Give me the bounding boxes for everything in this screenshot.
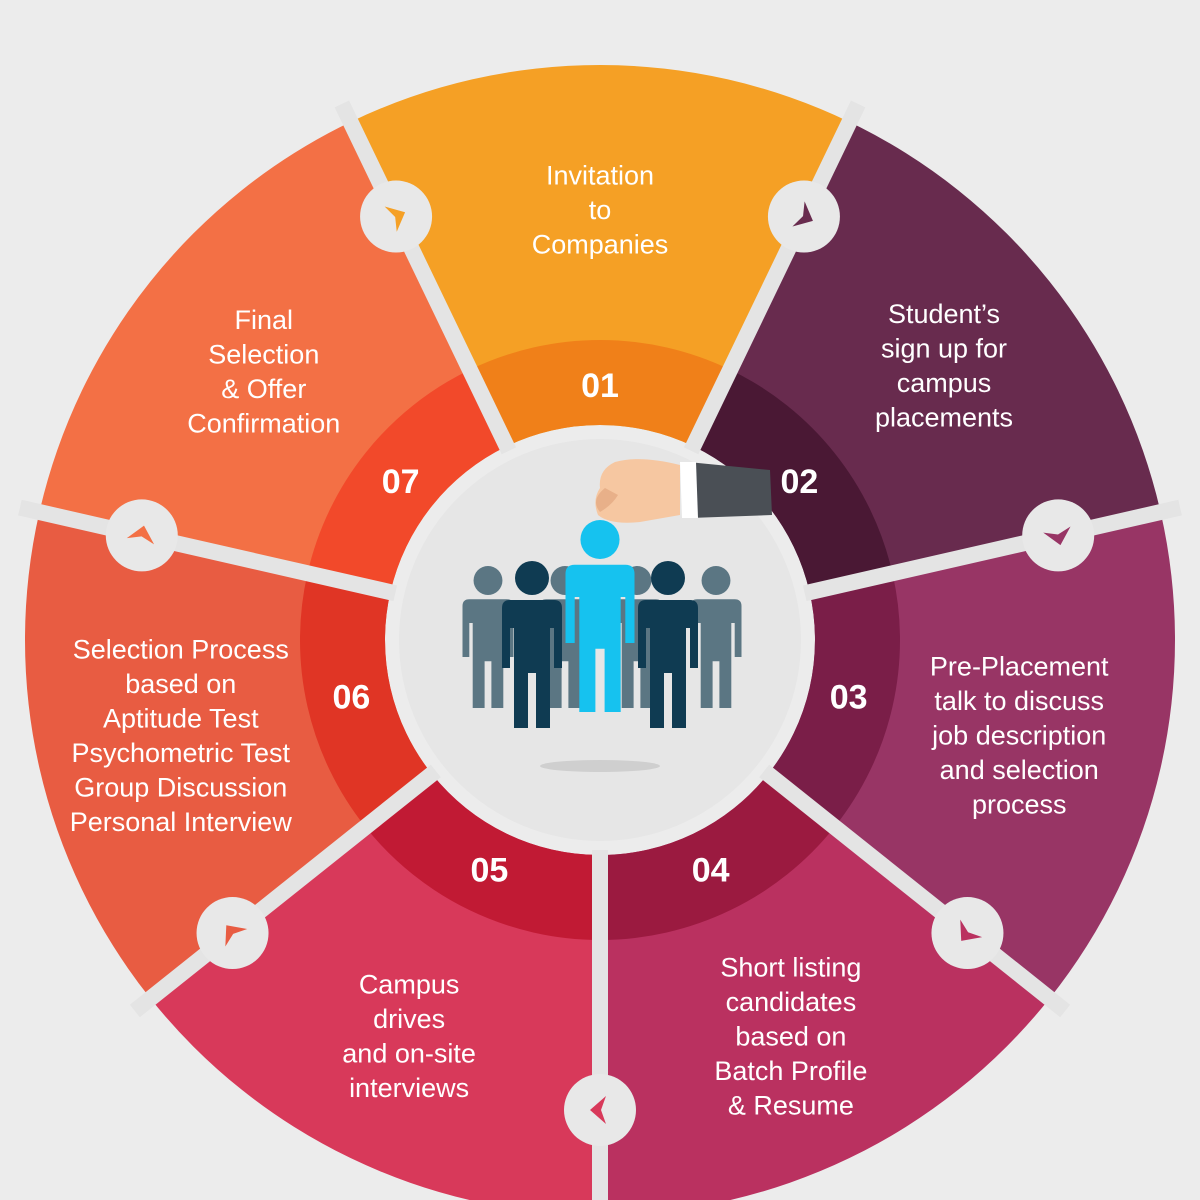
step-label-line: drives	[373, 1004, 445, 1034]
person-dark-icon	[502, 561, 562, 728]
connector-01	[360, 180, 433, 253]
step-number-07: 07	[382, 463, 420, 501]
step-label-line: Selection	[208, 340, 319, 370]
connector-02	[767, 180, 840, 253]
divider-line	[802, 499, 1182, 602]
step-label-line: Student’s	[888, 299, 1000, 329]
step-label-line: & Offer	[221, 374, 306, 404]
chevron-arrow-icon	[792, 201, 813, 227]
step-label-line: Selection Process	[73, 634, 289, 664]
person-dark-icon	[638, 561, 698, 728]
hand-icon	[595, 459, 772, 523]
step-label-line: candidates	[726, 987, 857, 1017]
step-label-line: Pre-Placement	[930, 652, 1109, 682]
segment-dividers	[18, 100, 1182, 1200]
step-number-04: 04	[692, 852, 730, 890]
step-label-line: Companies	[532, 230, 669, 260]
person-gray-icon	[690, 566, 742, 708]
inner-segment-07	[307, 369, 507, 593]
connector-05	[564, 1074, 636, 1146]
chevron-arrow-icon	[590, 1096, 606, 1124]
people-group-with-hand-selecting-icon	[462, 519, 742, 772]
step-label-line: campus	[897, 368, 992, 398]
step-label-line: job description	[931, 721, 1106, 751]
person-highlight-icon	[565, 519, 635, 712]
divider-line	[18, 499, 398, 602]
step-label-line: Campus	[359, 970, 460, 1000]
step-label-04: Short listing candidates based on Batch Pro…	[714, 952, 867, 1120]
divider-line	[683, 100, 866, 455]
step-label-line: Confirmation	[187, 409, 340, 439]
chevron-arrow-icon	[960, 919, 983, 941]
step-numbers: 01 02 03 04 05 06 07	[332, 367, 867, 890]
step-label-line: and on-site	[342, 1039, 476, 1069]
divider-line	[759, 764, 1071, 1018]
inner-segment-03	[768, 573, 900, 828]
segment-01	[350, 65, 850, 447]
step-label-line: Personal Interview	[70, 807, 293, 837]
step-label-line: Batch Profile	[714, 1056, 867, 1086]
step-label-line: placements	[875, 402, 1013, 432]
step-number-01: 01	[581, 367, 619, 405]
step-number-06: 06	[332, 679, 370, 717]
connector-04	[931, 897, 1004, 970]
chevron-arrow-icon	[225, 925, 248, 947]
connector-arrows	[105, 180, 1095, 1146]
step-label-line: and selection	[940, 755, 1099, 785]
divider-line	[129, 764, 441, 1018]
step-label-line: based on	[735, 1021, 846, 1051]
inner-segment-02	[693, 369, 893, 593]
inner-ring	[299, 340, 900, 940]
step-label-06: Selection Process based on Aptitude TestPs…	[70, 634, 293, 837]
step-label-line: talk to discuss	[934, 686, 1104, 716]
step-number-02: 02	[780, 463, 818, 501]
divider-line	[334, 100, 517, 455]
chevron-arrow-icon	[1043, 526, 1071, 546]
step-label-line: Invitation	[546, 161, 654, 191]
step-number-03: 03	[830, 679, 868, 717]
inner-segment-04	[600, 774, 835, 940]
step-label-line: Final	[235, 305, 294, 335]
center-disc	[399, 439, 801, 841]
step-label-line: based on	[125, 669, 236, 699]
connector-06	[196, 897, 269, 970]
person-gray-icon	[462, 566, 514, 708]
connector-07	[105, 499, 178, 572]
inner-segment-05	[365, 774, 600, 940]
step-label-03: Pre-Placement talk to discuss job descript…	[930, 652, 1109, 820]
chevron-arrow-icon	[126, 525, 155, 545]
step-number-05: 05	[470, 852, 508, 890]
step-label-02: Student’s sign up for campus placements	[875, 299, 1013, 433]
inner-segment-06	[299, 573, 432, 828]
step-label-line: & Resume	[728, 1090, 854, 1120]
step-label-line: Aptitude Test	[103, 703, 259, 733]
step-label-line: interviews	[349, 1073, 469, 1103]
step-label-line: process	[972, 790, 1067, 820]
connector-03	[1022, 499, 1095, 572]
inner-segment-01	[469, 340, 731, 447]
step-label-line: sign up for	[881, 333, 1007, 363]
chevron-arrow-icon	[384, 206, 406, 232]
step-label-line: Short listing	[720, 952, 861, 982]
step-label-05: Campus drives and on-site interviews	[342, 970, 476, 1103]
step-label-line: to	[589, 195, 612, 225]
step-label-line: Psychometric Test	[71, 738, 290, 768]
shadow	[540, 760, 660, 772]
step-label-line: Group Discussion	[74, 772, 287, 802]
